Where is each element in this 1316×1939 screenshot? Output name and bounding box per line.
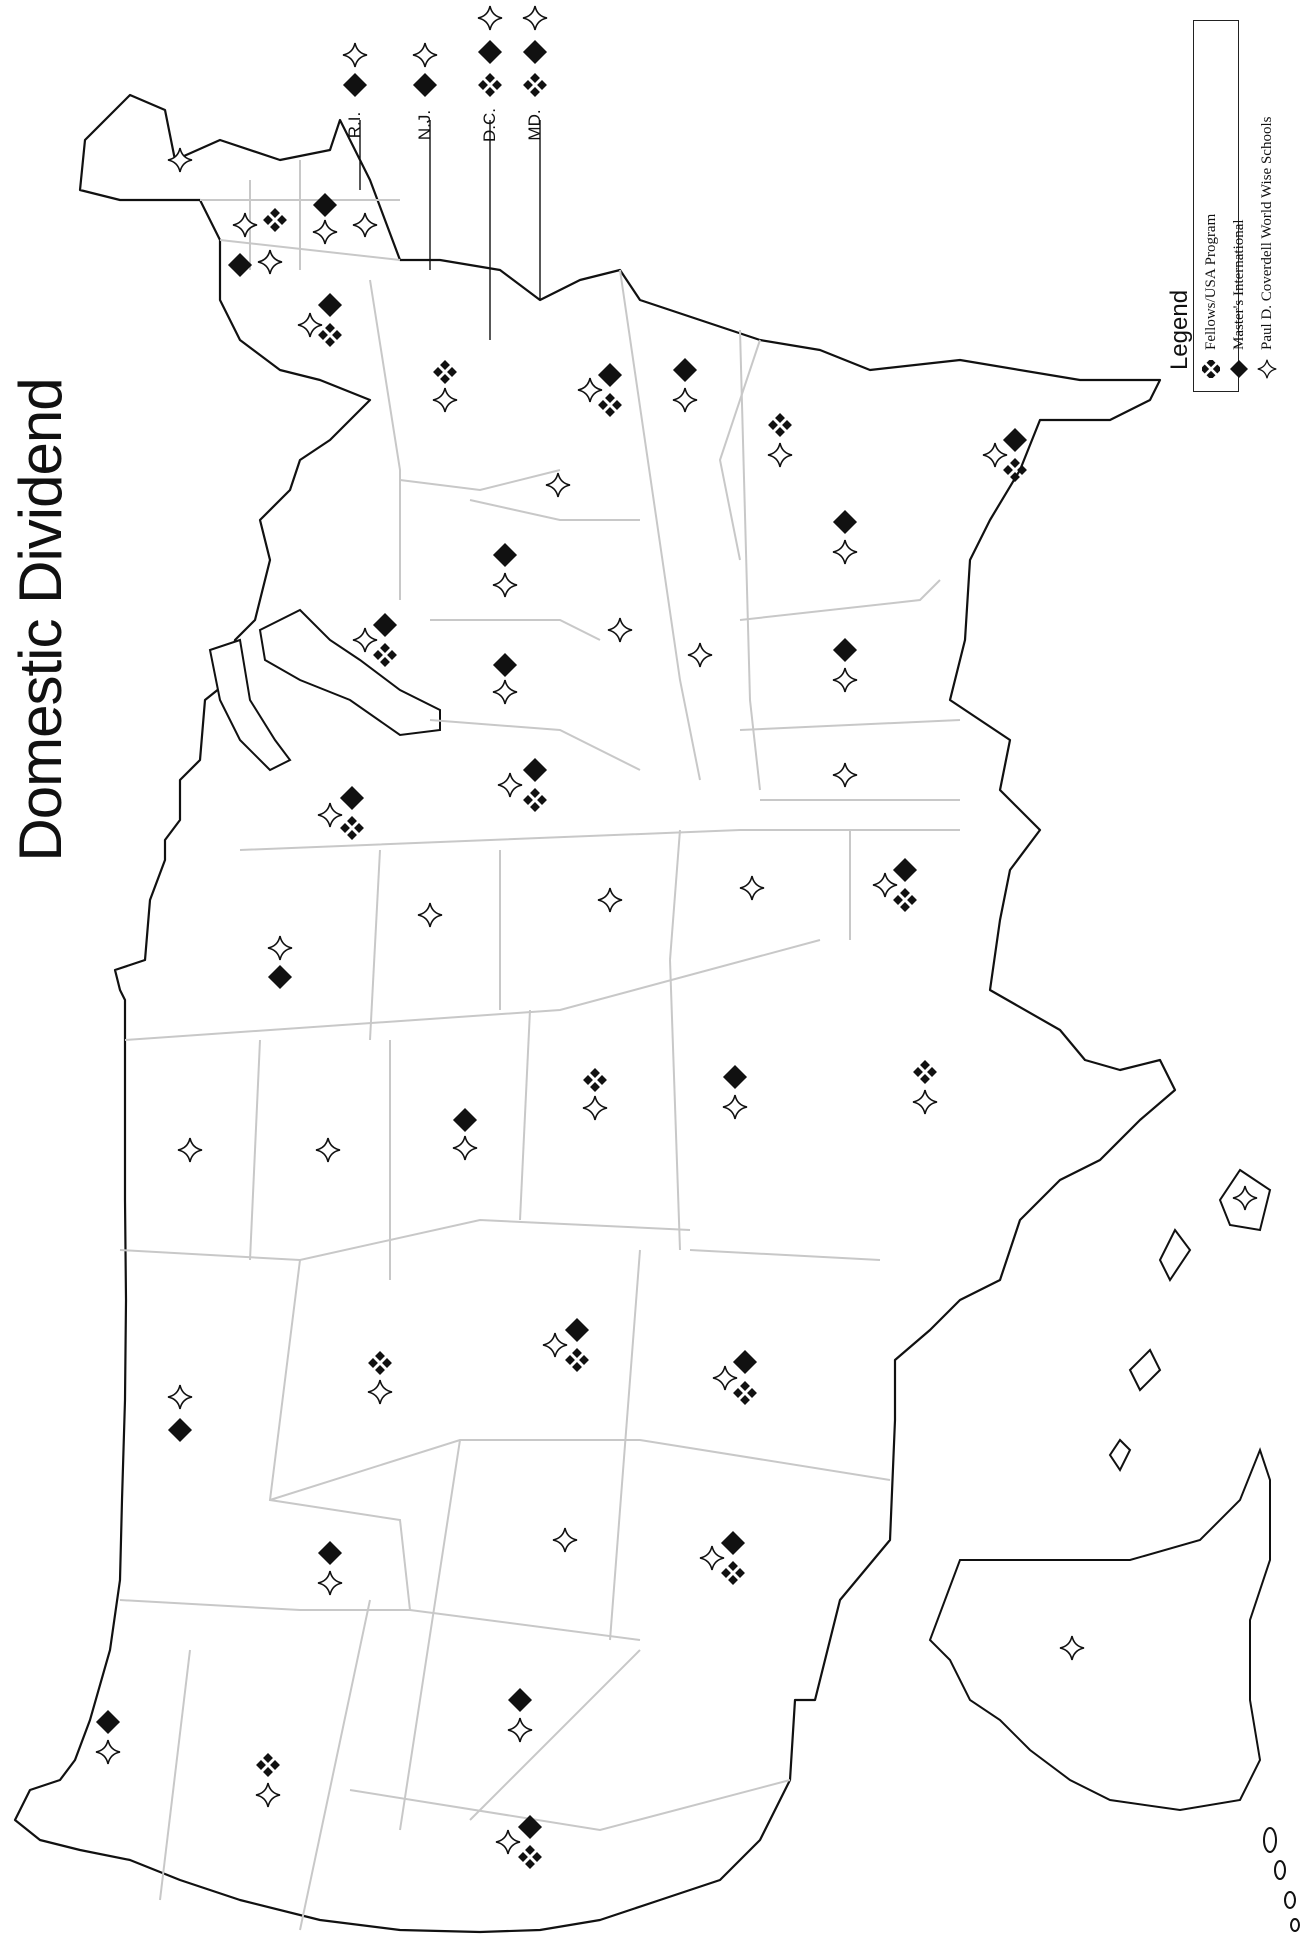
star-icon <box>1256 358 1278 380</box>
state-borders <box>119 160 961 1931</box>
callout-label-ri: R.I. <box>345 111 364 139</box>
alaska-outline <box>928 1447 1271 1812</box>
legend-label-fellows: Fellows/USA Program <box>1202 213 1219 350</box>
legend-item-fellows: Fellows/USA Program <box>1200 20 1222 380</box>
callout-label-dc: D.C. <box>480 108 499 142</box>
callout-label-nj: N.J. <box>415 109 434 141</box>
callout-nj: N.J. <box>415 85 435 165</box>
map-title-wrap: Domestic Dividend <box>0 120 100 1120</box>
legend-heading: Legend <box>1166 289 1193 371</box>
callout-md: MD. <box>525 85 545 165</box>
callout-lines <box>359 120 541 340</box>
diamond-icon <box>1228 358 1250 380</box>
legend-item-masters: Master's International <box>1228 20 1250 380</box>
islands <box>1108 1168 1300 1932</box>
legend-item-coverdell: Paul D. Coverdell World Wise Schools <box>1256 20 1278 380</box>
fellows-icon <box>1200 358 1222 380</box>
callout-dc: D.C. <box>480 85 500 165</box>
legend-label-masters: Master's International <box>1230 219 1247 350</box>
callout-label-md: MD. <box>525 109 544 141</box>
legend-box <box>1193 20 1239 392</box>
legend-label-coverdell: Paul D. Coverdell World Wise Schools <box>1258 116 1275 350</box>
map-title: Domestic Dividend <box>6 378 74 862</box>
callout-ri: R.I. <box>345 85 365 165</box>
